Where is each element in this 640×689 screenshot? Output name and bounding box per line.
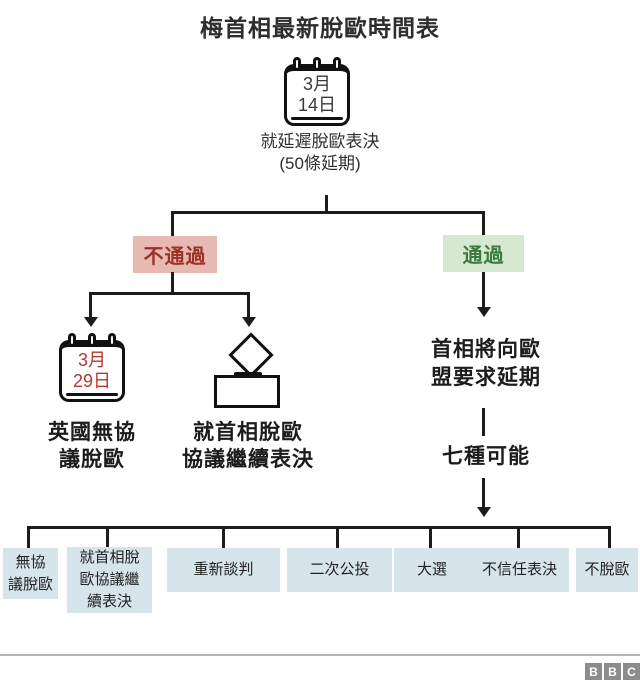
possibilities-arrowhead-icon — [477, 507, 491, 517]
possibilities-connector-line — [482, 408, 485, 436]
root-stem-line — [325, 195, 328, 213]
no-deal-label-line1: 英國無協 — [48, 421, 136, 444]
ballot-box-icon — [213, 332, 283, 412]
root-split-line — [171, 211, 485, 214]
ballot-box-body-icon — [214, 375, 280, 408]
root-caption-line2: (50條延期) — [279, 154, 361, 173]
outcome-text: 不信任表決 — [481, 561, 557, 578]
possibilities-arrow-line — [482, 478, 485, 508]
revote-arrowhead-icon — [242, 317, 256, 327]
outcome-stub-line — [336, 526, 339, 548]
outcome-no-confidence-vote: 不信任表決 — [470, 548, 569, 592]
outcome-text: 重新談判 — [193, 561, 254, 578]
outcome-revote: 就首相脫 歐協議繼 續表決 — [67, 547, 152, 613]
footer-divider — [0, 654, 640, 656]
fail-badge-label: 不通過 — [143, 246, 207, 268]
outcome-stub-line — [429, 526, 432, 548]
outcome-stub-line — [222, 526, 225, 548]
no-deal-arrow-line — [89, 292, 92, 318]
revote-label: 就首相脫歐 協議繼續表決 — [163, 419, 333, 473]
outcome-text: 無協 — [15, 553, 46, 571]
outcome-text: 續表決 — [86, 593, 132, 610]
calendar-rings-icon — [59, 333, 125, 347]
bbc-logo-letter: B — [604, 663, 621, 680]
revote-arrow-line — [247, 292, 250, 318]
page-title: 梅首相最新脫歐時間表 — [200, 15, 440, 41]
fail-badge: 不通過 — [133, 236, 217, 273]
outcome-text: 就首相脫 — [79, 549, 140, 566]
extension-request-label: 首相將向歐 盟要求延期 — [403, 336, 569, 392]
outcome-stub-line — [27, 526, 30, 548]
calendar-march14-icon: 3月 14日 — [284, 57, 350, 126]
outcome-text: 不脫歐 — [584, 561, 630, 578]
outcome-text: 歐協議繼 — [79, 571, 140, 588]
calendar-day: 14日 — [297, 95, 337, 115]
outcome-stub-line — [608, 526, 611, 548]
outcome-stub-line — [106, 526, 109, 548]
possibilities-label: 七種可能 — [442, 445, 530, 468]
bbc-logo-letter: B — [585, 663, 602, 680]
outcome-text: 二次公投 — [309, 561, 370, 578]
calendar-march29-icon: 3月 29日 — [59, 333, 125, 402]
bbc-logo-letter: C — [623, 663, 640, 680]
pass-badge-label: 通過 — [462, 245, 505, 267]
outcome-text: 議脫歐 — [7, 575, 53, 593]
root-caption-line1: 就延遲脫歐表決 — [260, 132, 380, 151]
extension-request-line2: 盟要求延期 — [431, 366, 541, 389]
calendar-rings-icon — [284, 57, 350, 71]
ballot-slot-icon — [234, 372, 262, 378]
bbc-logo: B B C — [585, 663, 640, 680]
outcome-second-referendum: 二次公投 — [287, 548, 392, 592]
no-deal-label-line2: 議脫歐 — [59, 448, 125, 471]
outcome-no-deal: 無協 議脫歐 — [3, 548, 58, 599]
outcome-general-election: 大選 — [394, 548, 470, 592]
root-caption: 就延遲脫歐表決 (50條延期) — [220, 131, 420, 175]
calendar-month: 3月 — [77, 350, 106, 370]
pass-badge: 通過 — [443, 235, 524, 272]
outcomes-split-line — [27, 526, 611, 529]
fail-drop-line — [171, 211, 174, 237]
calendar-day: 29日 — [72, 371, 112, 391]
pass-arrow-line — [482, 272, 485, 308]
outcome-renegotiate: 重新談判 — [167, 548, 280, 592]
revote-label-line2: 協議繼續表決 — [182, 448, 314, 471]
outcome-no-brexit: 不脫歐 — [576, 548, 638, 592]
calendar-month: 3月 — [302, 74, 331, 94]
pass-arrowhead-icon — [477, 307, 491, 317]
no-deal-label: 英國無協 議脫歐 — [27, 419, 157, 473]
fail-split-line — [89, 292, 250, 295]
outcome-text: 大選 — [416, 561, 447, 578]
ballot-envelope-icon — [228, 332, 274, 378]
no-deal-arrowhead-icon — [84, 317, 98, 327]
extension-request-line1: 首相將向歐 — [431, 338, 541, 361]
pass-drop-line — [482, 211, 485, 237]
revote-label-line1: 就首相脫歐 — [193, 421, 303, 444]
outcome-stub-line — [517, 526, 520, 548]
fail-stem-line — [171, 272, 174, 294]
